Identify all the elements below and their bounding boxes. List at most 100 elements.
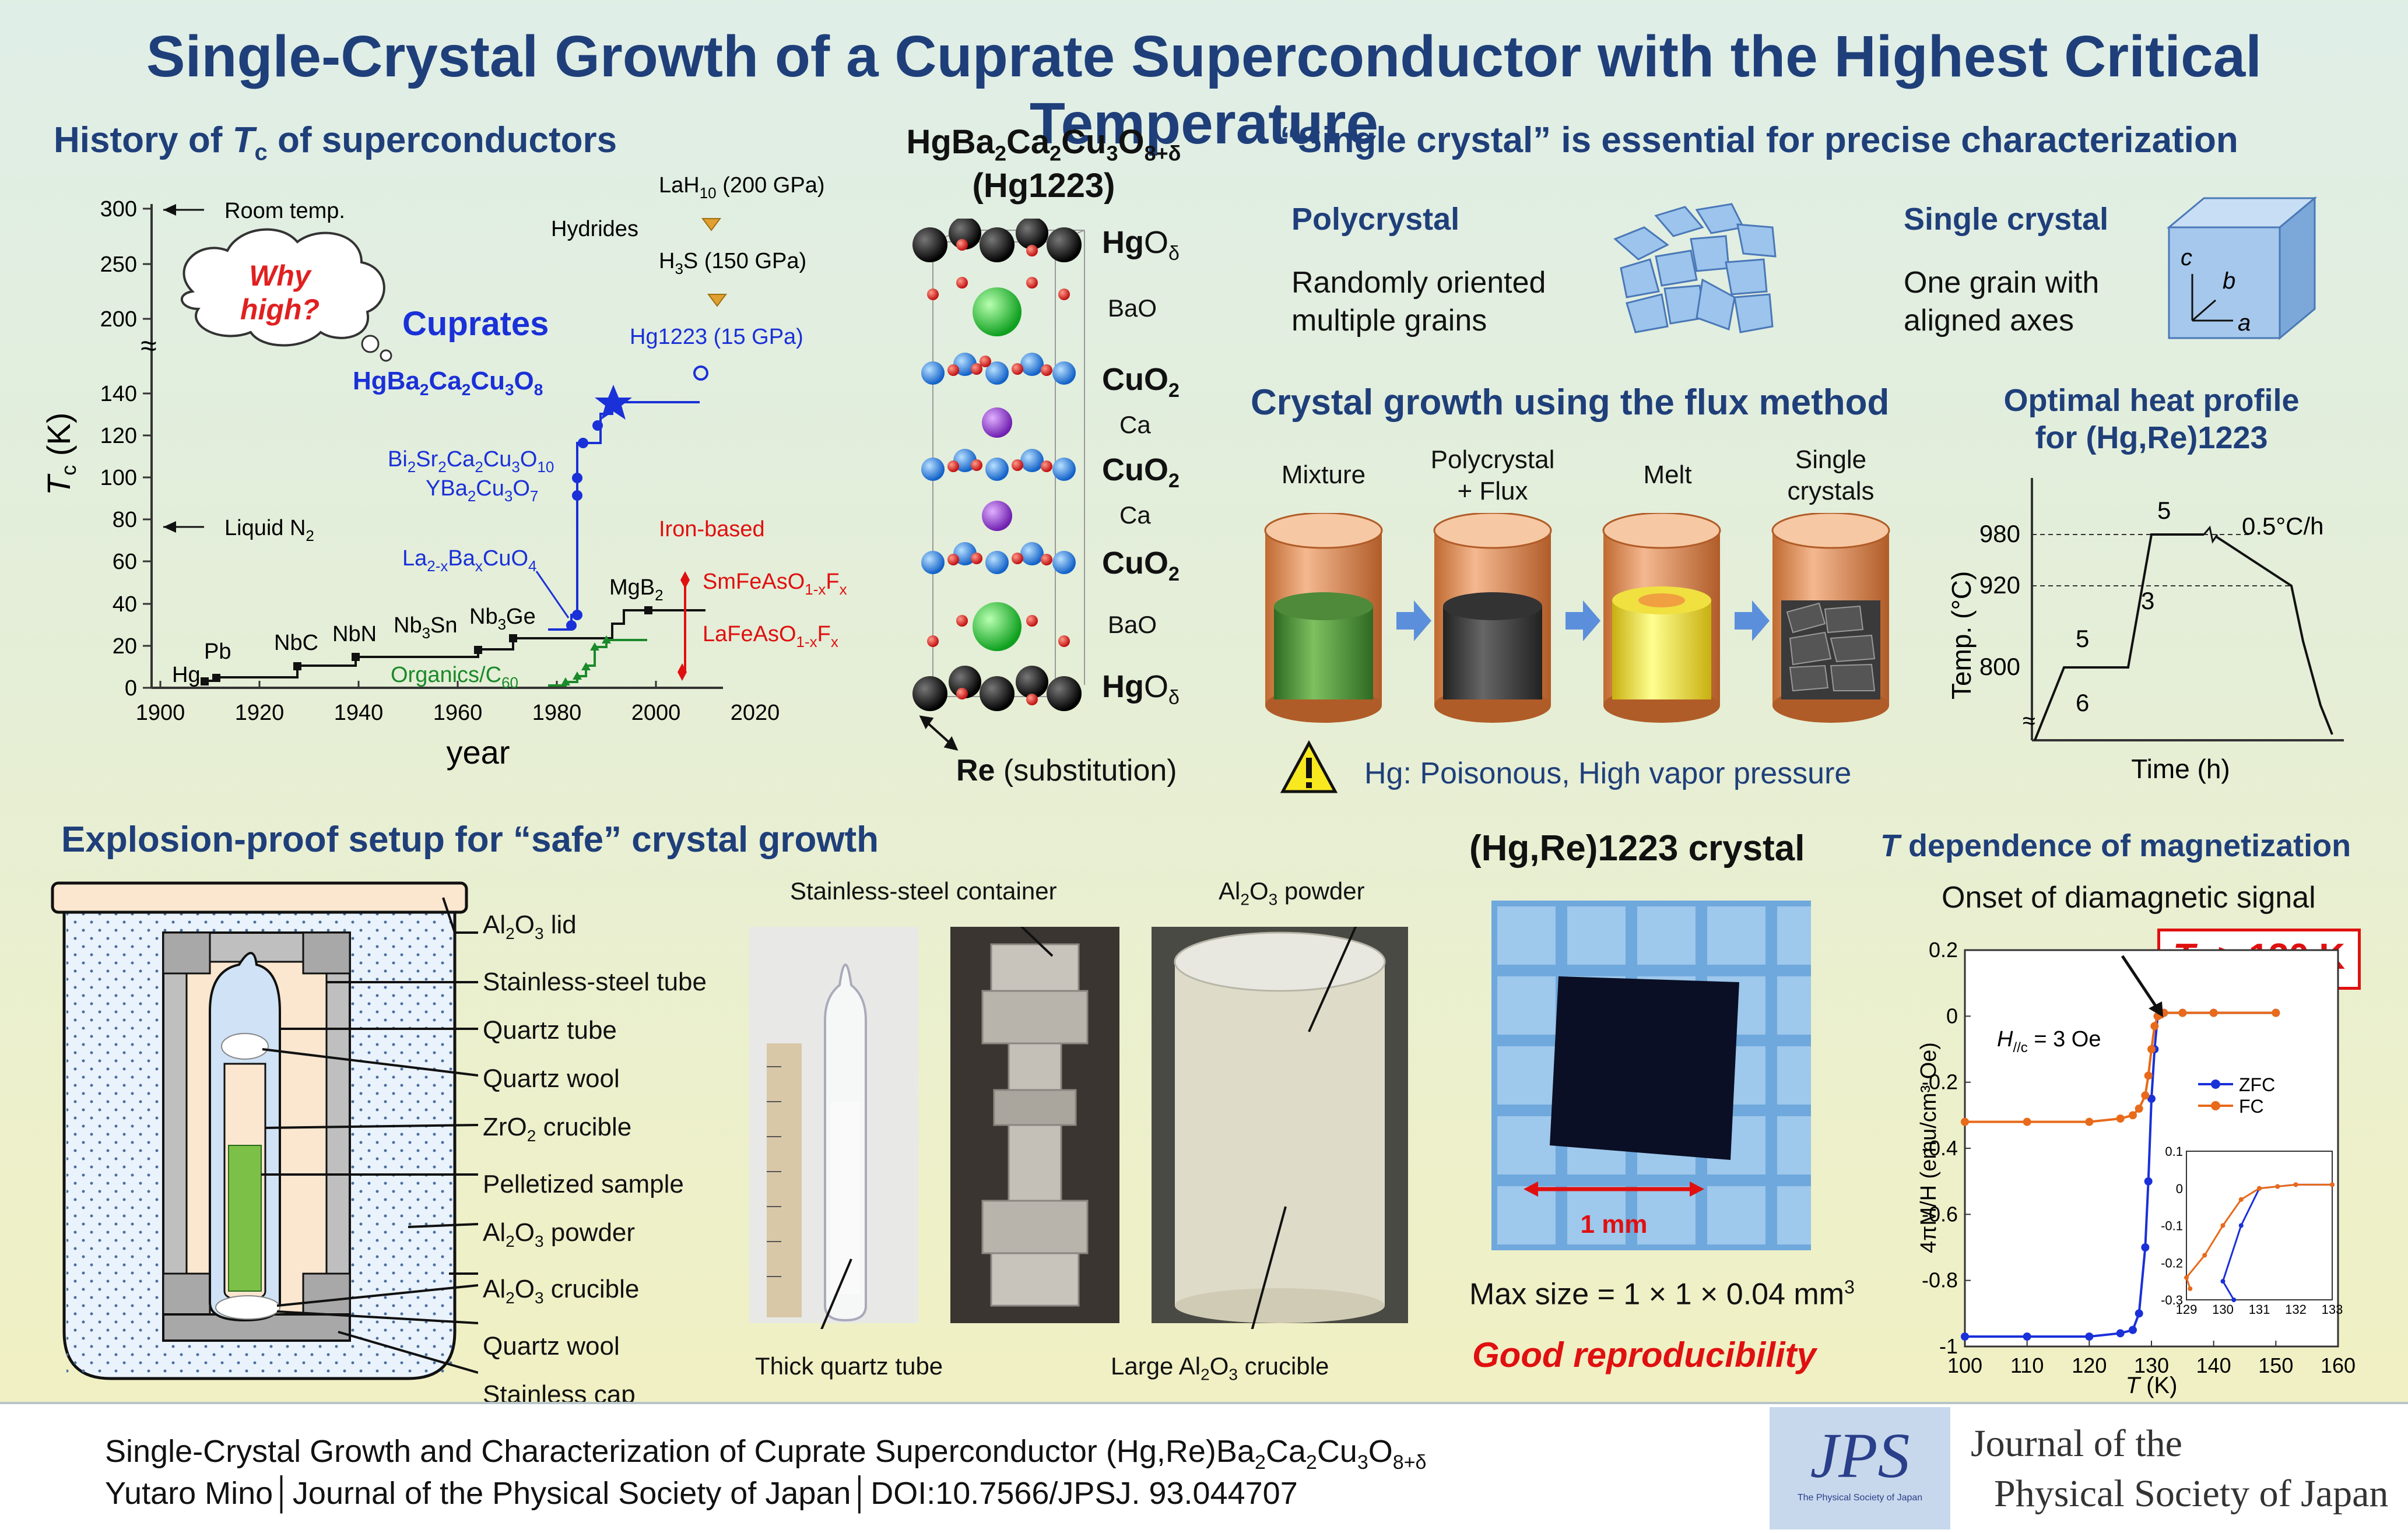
svg-text:Liquid N2: Liquid N2: [224, 516, 314, 544]
magnetization-heading: T dependence of magnetization: [1880, 828, 2351, 863]
hg-bottom-layer: [912, 666, 1082, 711]
x-tick-label: 160: [2321, 1353, 2356, 1377]
quartz-tube-photo-label: Thick quartz tube: [755, 1352, 943, 1380]
y-tick-label: -0.8: [1922, 1268, 1958, 1292]
layer-label-cuo2-3: CuO2: [1102, 546, 1180, 585]
warning-icon: [1280, 740, 1338, 793]
x-tick-label: 130: [2134, 1353, 2169, 1377]
layer-label-bao-bottom: BaO: [1108, 611, 1157, 638]
y-tick-label: -0.2: [1922, 1070, 1958, 1094]
crucible-polycrystal-flux: [1433, 513, 1552, 723]
single-crystal-title: Single crystal: [1904, 202, 2109, 237]
inset-point-fc: [2188, 1286, 2193, 1291]
series-point-fc: [2272, 1008, 2280, 1017]
inset-y-tick: -0.2: [2161, 1256, 2183, 1270]
x-axis-label: year: [447, 734, 510, 771]
quartz-wool-bottom: [215, 1295, 280, 1320]
room-temp-marker: Room temp.: [163, 199, 345, 223]
y-ticks-high: 200 250 300: [100, 197, 152, 332]
setup-heading: Explosion-proof setup for “safe” crystal…: [61, 820, 879, 860]
ytick: 120: [100, 424, 137, 448]
xtick: 2020: [731, 701, 780, 725]
arrow-2: [1565, 600, 1600, 641]
organics-step-line: [548, 639, 647, 687]
inset-x-tick: 131: [2249, 1302, 2270, 1317]
lafeaso-label: LaFeAsO1-xFx: [703, 622, 838, 651]
layer-label-ca-2: Ca: [1119, 501, 1151, 529]
ytick: 300: [100, 197, 137, 221]
step-5b: 5: [2157, 497, 2171, 524]
series-point-fc: [2116, 1114, 2125, 1123]
arrow-1: [1396, 600, 1431, 641]
hgba-label: HgBa2Ca2Cu3O8: [353, 367, 543, 399]
container-photo-label: Stainless-steel container: [790, 877, 1057, 905]
hg-warning-text: Hg: Poisonous, High vapor pressure: [1364, 757, 1852, 790]
ytick: 40: [113, 592, 137, 617]
nbn-label: NbN: [332, 622, 377, 646]
step-5a: 5: [2076, 625, 2089, 652]
series-point-zfc: [2147, 1095, 2156, 1103]
crystal-structure-diagram: [912, 219, 1085, 751]
flux-step-melt: Melt: [1643, 460, 1692, 489]
heat-profile-line: [2034, 533, 2204, 741]
crucible-single-crystals: [1771, 513, 1890, 723]
cooling-rate: 0.5°C/h: [2242, 512, 2324, 540]
ca-atom-2: [982, 501, 1012, 531]
ytick: 140: [100, 382, 137, 406]
cuo2-layer-1: [921, 353, 1076, 385]
step-6: 6: [2076, 689, 2089, 716]
x-tick-label: 150: [2258, 1353, 2293, 1377]
series-point-zfc: [2085, 1332, 2094, 1341]
structure-formula: HgBa2Ca2Cu3O8+δ: [906, 123, 1181, 166]
smfeaso-label: SmFeAsO1-xFx: [703, 569, 847, 598]
crucible-photo-label: Large Al2O3 crucible: [1111, 1352, 1329, 1384]
ca-atom-1: [982, 407, 1012, 438]
setup-diagram: [51, 881, 478, 1380]
crucible-mixture: [1264, 513, 1383, 723]
polycrystal-icon: [1613, 203, 1777, 333]
axis-break: ≈: [2023, 708, 2035, 734]
y-tick-label: -0.4: [1922, 1136, 1958, 1160]
field-label: H//c = 3 Oe: [1997, 1027, 2101, 1056]
series-point-fc: [2023, 1117, 2031, 1126]
single-crystal-heading: “Single crystal” is essential for precis…: [1280, 120, 2238, 160]
series-point-fc: [2209, 1008, 2218, 1017]
pelletized-sample: [228, 1145, 262, 1292]
layer-label-ca-1: Ca: [1119, 411, 1151, 438]
series-point-fc: [2085, 1117, 2094, 1126]
lah10-label: LaH10 (200 GPa): [659, 173, 825, 202]
lah10-point: [701, 218, 721, 231]
cuprates-label: Cuprates: [402, 305, 549, 343]
magnetization-x-label: T (K): [2126, 1373, 2178, 1398]
temp-920: 920: [1979, 571, 2020, 599]
label-al2o3-lid: Al2O3 lid: [483, 910, 577, 943]
footer-citation-title: Single-Crystal Growth and Characterizati…: [105, 1434, 1427, 1474]
label-al2o3-crucible: Al2O3 crucible: [483, 1275, 640, 1307]
legend: ZFC FC: [2198, 1074, 2275, 1117]
conventional-points: [201, 606, 652, 685]
x-tick-label: 120: [2072, 1353, 2107, 1377]
single-crystal-desc-1: One grain with: [1904, 266, 2100, 300]
inset-point-fc: [2257, 1186, 2262, 1191]
max-size-text: Max size = 1 × 1 × 0.04 mm3: [1469, 1277, 1855, 1312]
bao-top-layer: [927, 277, 1070, 336]
x-tick-label: 100: [1947, 1353, 1982, 1377]
nb3sn-label: Nb3Sn: [394, 613, 458, 642]
layer-label-bao-top: BaO: [1108, 294, 1157, 322]
flux-step-mixture: Mixture: [1281, 460, 1366, 489]
layer-label-cuo2-2: CuO2: [1102, 452, 1180, 492]
label-pelletized-sample: Pelletized sample: [483, 1169, 684, 1198]
flux-heading: Crystal growth using the flux method: [1251, 382, 1890, 423]
inset-plot: [2186, 1151, 2333, 1300]
xtick: 2000: [631, 701, 681, 725]
crystal-photo: 1 mm: [1491, 901, 1811, 1250]
ytick: 0: [125, 676, 137, 701]
nb3ge-label: Nb3Ge: [469, 604, 536, 633]
smfeaso-point: [680, 571, 690, 589]
series-point-zfc: [2141, 1243, 2150, 1251]
flux-step-polycrystal: Polycrystal+ Flux: [1430, 445, 1555, 505]
iron-based-label: Iron-based: [659, 517, 765, 542]
svg-text:Why: Why: [249, 259, 312, 292]
